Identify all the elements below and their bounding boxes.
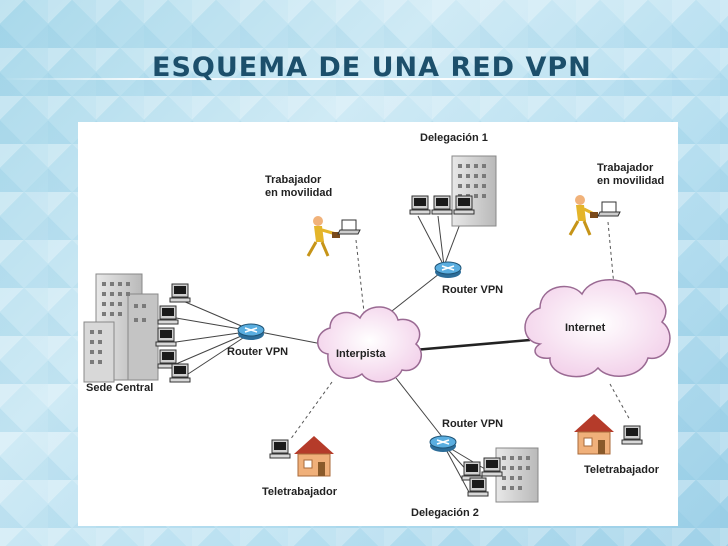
trabajador-right-line2: en movilidad <box>597 175 665 187</box>
router-icon <box>237 323 265 341</box>
router-vpn-left-label: Router VPN <box>227 346 289 358</box>
interpista-label: Interpista <box>336 348 386 360</box>
sede-central-label: Sede Central <box>86 382 154 394</box>
cloud-icon <box>524 279 671 378</box>
laptop-icon <box>597 201 621 217</box>
trabajador-right-line1: Trabajador <box>597 162 654 174</box>
interpista-internet-link <box>413 338 531 352</box>
delegacion-1-label: Delegación 1 <box>420 132 488 144</box>
walking-person-icon <box>568 195 598 236</box>
cloud-icon <box>317 306 422 383</box>
router-vpn-bottom-label: Router VPN <box>442 418 504 430</box>
trabajador-left-line2: en movilidad <box>265 187 333 199</box>
computer-icon <box>155 283 191 383</box>
vpn-diagram: Delegación 1 Trabajador en movilidad Tra… <box>78 122 678 526</box>
house-icon <box>574 414 614 455</box>
internet-label: Internet <box>565 322 606 334</box>
title-divider <box>0 78 728 80</box>
laptop-icon <box>337 219 361 235</box>
vpn-tunnels <box>289 221 631 441</box>
building-icon <box>451 155 497 227</box>
computer-icon <box>269 439 291 459</box>
router-vpn-top-label: Router VPN <box>442 284 504 296</box>
computer-icon <box>621 425 643 445</box>
network-links <box>175 215 491 495</box>
router-icon <box>434 261 462 279</box>
teletrabajador-right-label: Teletrabajador <box>584 464 659 476</box>
computer-icon <box>409 195 475 215</box>
building-icon <box>83 273 159 383</box>
house-icon <box>294 436 334 477</box>
delegacion-2-label: Delegación 2 <box>411 507 479 519</box>
walking-person-icon <box>306 216 340 257</box>
slide-title: ESQUEMA DE UNA RED VPN <box>152 52 592 83</box>
trabajador-left-line1: Trabajador <box>265 174 322 186</box>
router-icon <box>429 435 457 453</box>
teletrabajador-left-label: Teletrabajador <box>262 486 337 498</box>
diagram-canvas <box>83 155 671 503</box>
